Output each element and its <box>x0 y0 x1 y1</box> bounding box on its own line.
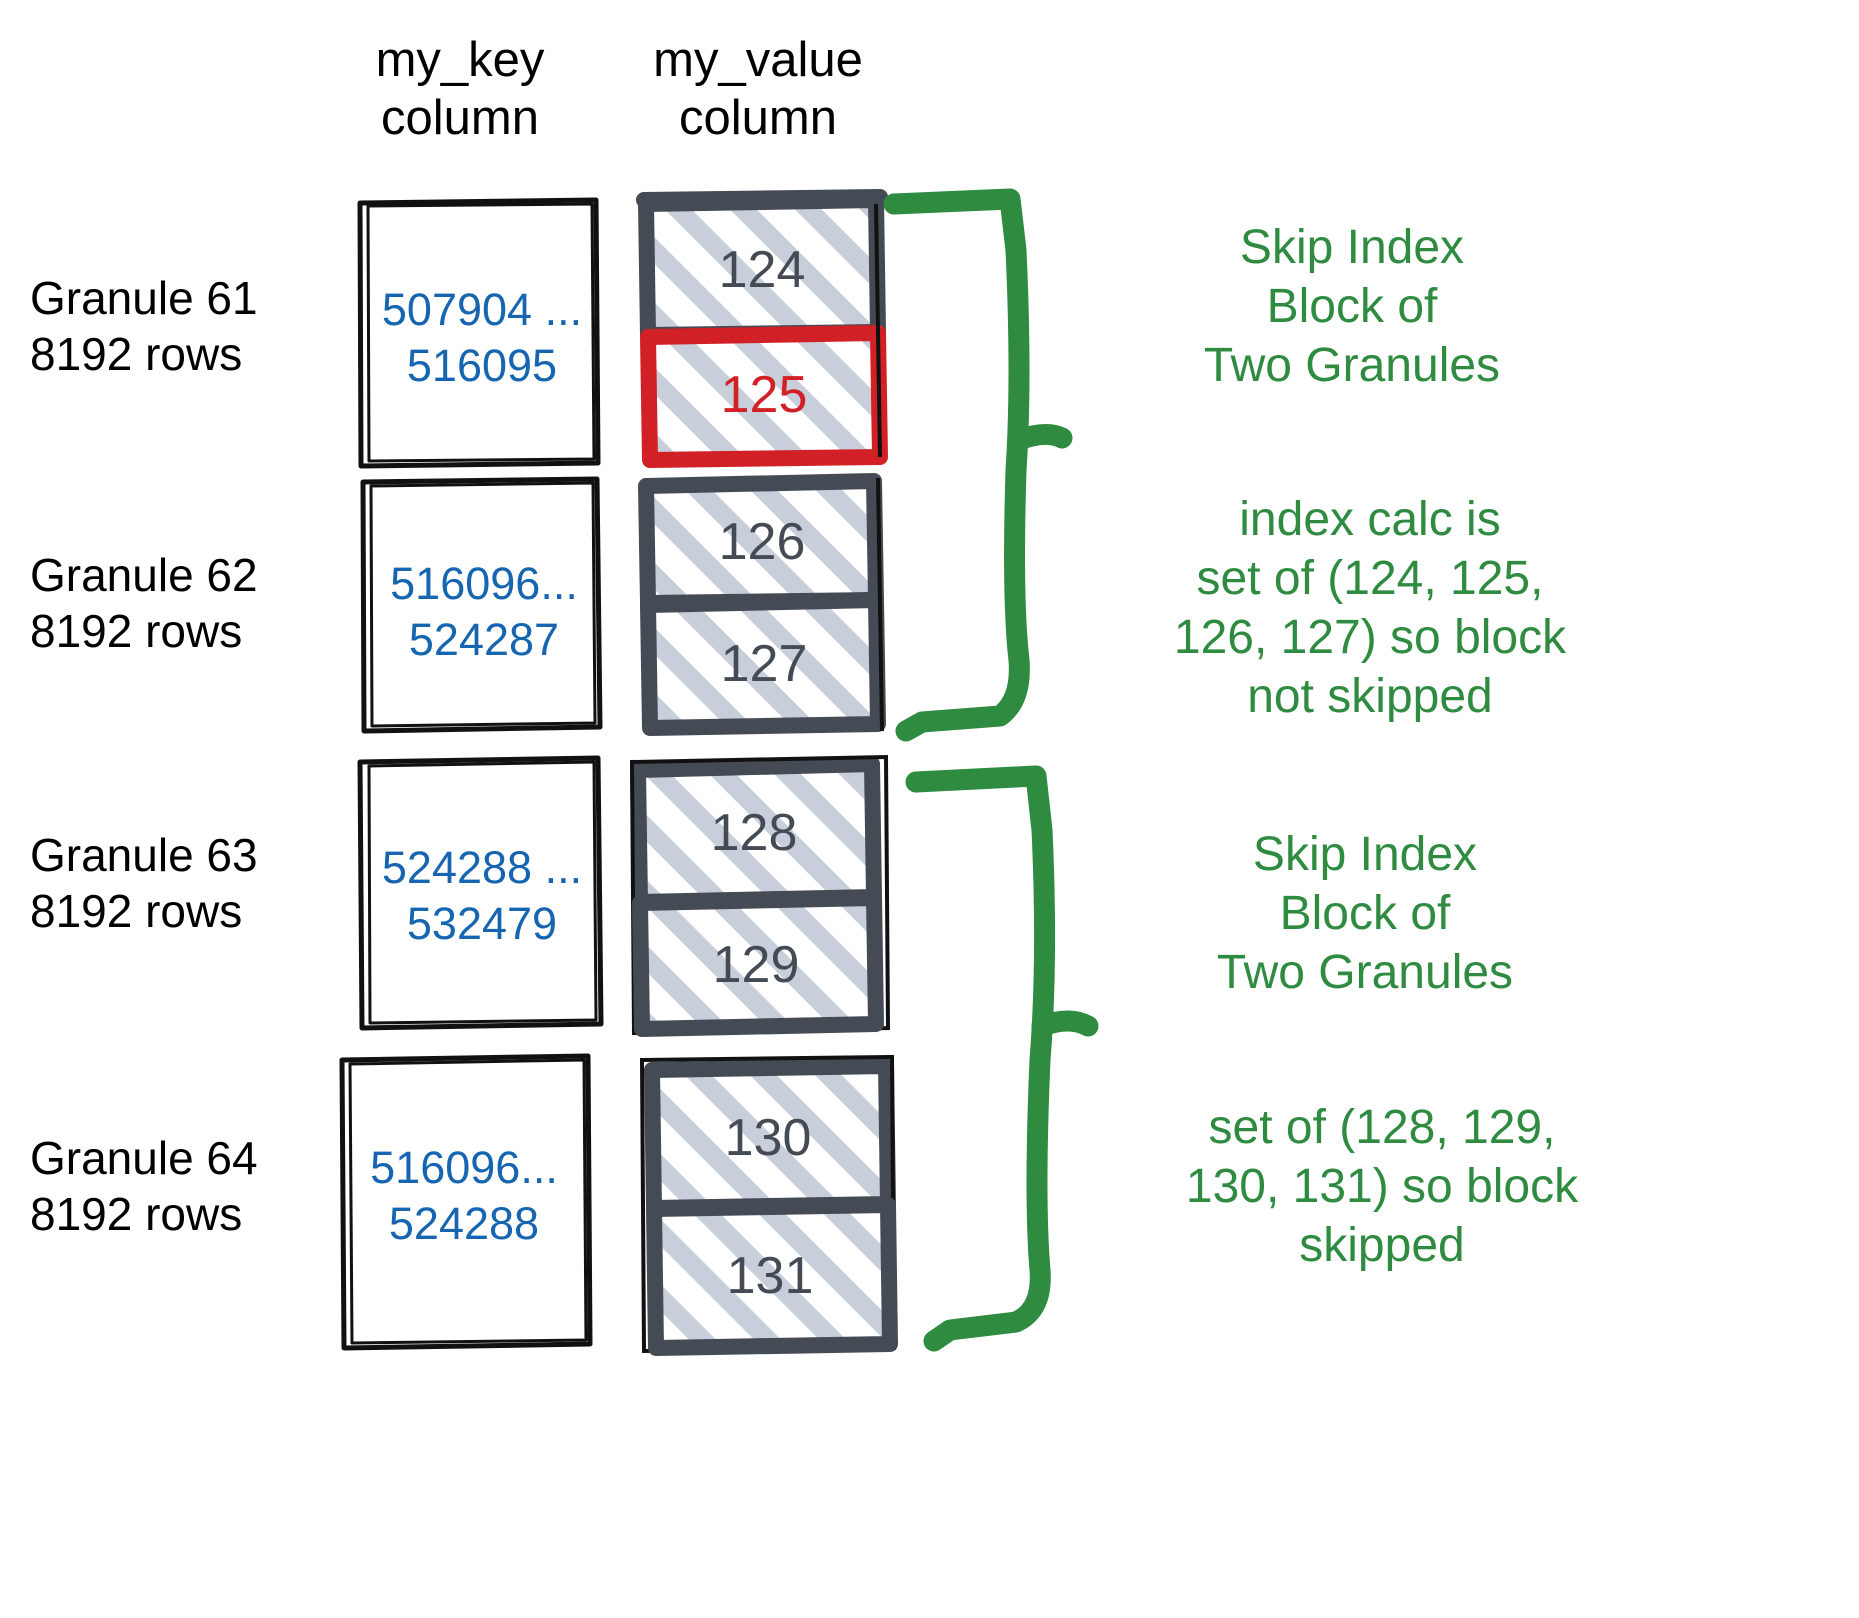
value-130: 130 <box>724 1109 812 1167</box>
skip-index-bracket-top <box>883 188 1073 742</box>
granule-label-63: Granule 63 8192 rows <box>30 829 258 938</box>
value-cell-130 <box>639 1054 897 1354</box>
value-127: 127 <box>720 635 808 693</box>
key-range-64: 516096... 524288 <box>370 1142 558 1250</box>
granule-label-62: Granule 62 8192 rows <box>30 549 258 658</box>
value-129: 129 <box>712 936 800 994</box>
annotation-skip-index-block-bottom: Skip Index Block of Two Granules <box>1216 828 1514 1000</box>
column-header-my-value: my_value column <box>653 33 863 145</box>
granule-label-61: Granule 61 8192 rows <box>30 272 258 381</box>
value-128: 128 <box>710 804 798 862</box>
key-range-62: 516096... 524287 <box>390 558 578 666</box>
key-range-63: 524288 ... 532479 <box>381 842 583 950</box>
annotation-index-calc-skipped: set of (128, 129, 130, 131) so block ski… <box>1185 1101 1579 1273</box>
annotation-index-calc-not-skipped: index calc is set of (124, 125, 126, 127… <box>1173 493 1567 724</box>
skip-index-bracket-bottom <box>905 765 1099 1352</box>
value-131: 131 <box>726 1247 814 1305</box>
value-124: 124 <box>718 241 806 299</box>
key-range-61: 507904 ... 516095 <box>381 284 583 392</box>
value-125: 125 <box>720 366 808 424</box>
granule-label-64: Granule 64 8192 rows <box>30 1132 258 1241</box>
annotation-skip-index-block-top: Skip Index Block of Two Granules <box>1203 221 1501 393</box>
value-126: 126 <box>718 513 806 571</box>
column-header-my-key: my_key column <box>375 33 545 145</box>
